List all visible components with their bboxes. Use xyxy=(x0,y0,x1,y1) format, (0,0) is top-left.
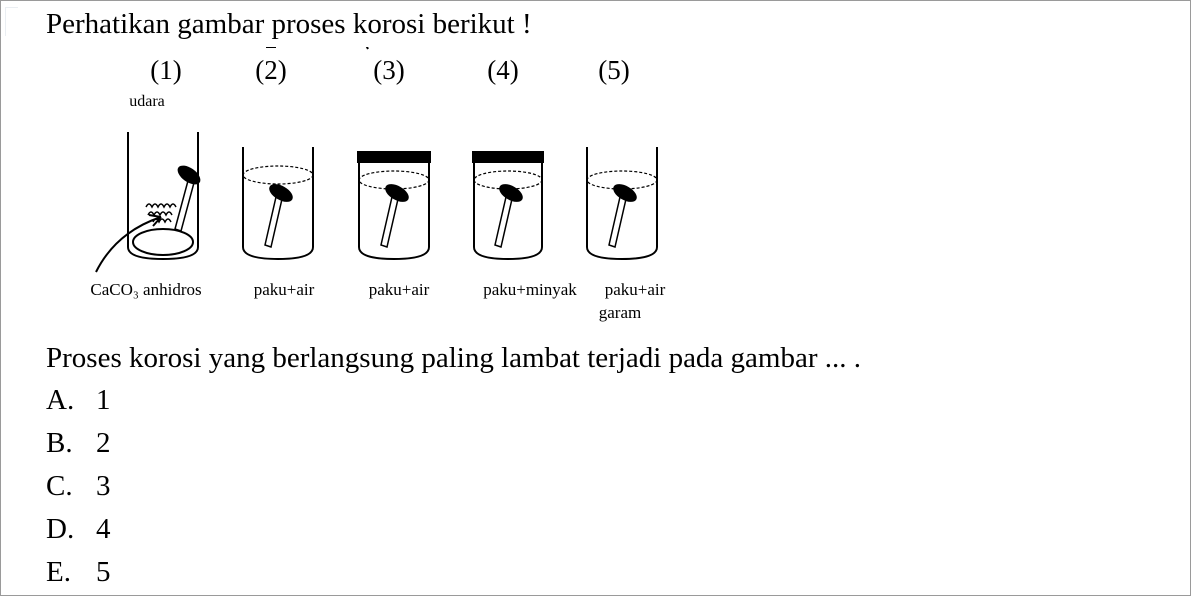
option-value: 3 xyxy=(96,470,111,502)
option-letter: D. xyxy=(46,513,75,545)
option-d[interactable]: D. 4 xyxy=(46,510,111,553)
tube-label-5: paku+air xyxy=(605,280,666,299)
tube-5 xyxy=(586,147,658,261)
pointer-label: CaCO₃ anhidros xyxy=(90,280,201,299)
nail-head-1 xyxy=(177,165,201,185)
tube-2 xyxy=(242,147,314,261)
option-value: 1 xyxy=(96,384,111,416)
option-value: 5 xyxy=(96,556,111,588)
stray-mark-3 xyxy=(365,47,369,50)
tube-label-3: paku+air xyxy=(369,280,430,299)
option-letter: C. xyxy=(46,470,73,502)
nail-head-4 xyxy=(499,184,523,202)
tube-number-1: (1) xyxy=(150,55,181,85)
tube-label-2: paku+air xyxy=(254,280,315,299)
option-value: 4 xyxy=(96,513,111,545)
tube-1 xyxy=(127,132,199,261)
tube-number-4: (4) xyxy=(487,55,518,85)
nail-head-5 xyxy=(613,184,637,202)
option-c[interactable]: C. 3 xyxy=(46,467,111,510)
tube-4 xyxy=(473,151,543,261)
air-label: udara xyxy=(129,93,165,110)
tube-label-5-line2: garam xyxy=(599,303,641,322)
option-letter: E. xyxy=(46,556,71,588)
tube-number-2: (2) xyxy=(255,55,286,85)
nail-head-2 xyxy=(269,184,293,202)
pointer-arrow-head xyxy=(148,214,162,227)
corner-mark xyxy=(5,7,18,36)
answer-options: A. 1 B. 2 C. 3 D. 4 E. 5 xyxy=(46,381,111,595)
option-e[interactable]: E. 5 xyxy=(46,553,111,595)
tube-3 xyxy=(358,151,430,261)
tube-number-5: (5) xyxy=(598,55,629,85)
stopper-3 xyxy=(357,151,431,163)
pointer-arrow xyxy=(95,216,162,273)
question-prompt: Proses korosi yang berlangsung paling la… xyxy=(46,342,862,374)
nail-head-3 xyxy=(385,184,409,202)
tube-number-3: (3) xyxy=(373,55,404,85)
question-stem: Perhatikan gambar proses korosi berikut … xyxy=(46,8,532,40)
option-a[interactable]: A. 1 xyxy=(46,381,111,424)
stopper-4 xyxy=(472,151,544,163)
option-value: 2 xyxy=(96,427,111,459)
option-letter: B. xyxy=(46,427,73,459)
corrosion-figure: (1) (2) (3) (4) (5) udara xyxy=(90,47,666,322)
option-b[interactable]: B. 2 xyxy=(46,424,111,467)
option-letter: A. xyxy=(46,384,75,416)
tube-label-4: paku+minyak xyxy=(483,280,577,299)
